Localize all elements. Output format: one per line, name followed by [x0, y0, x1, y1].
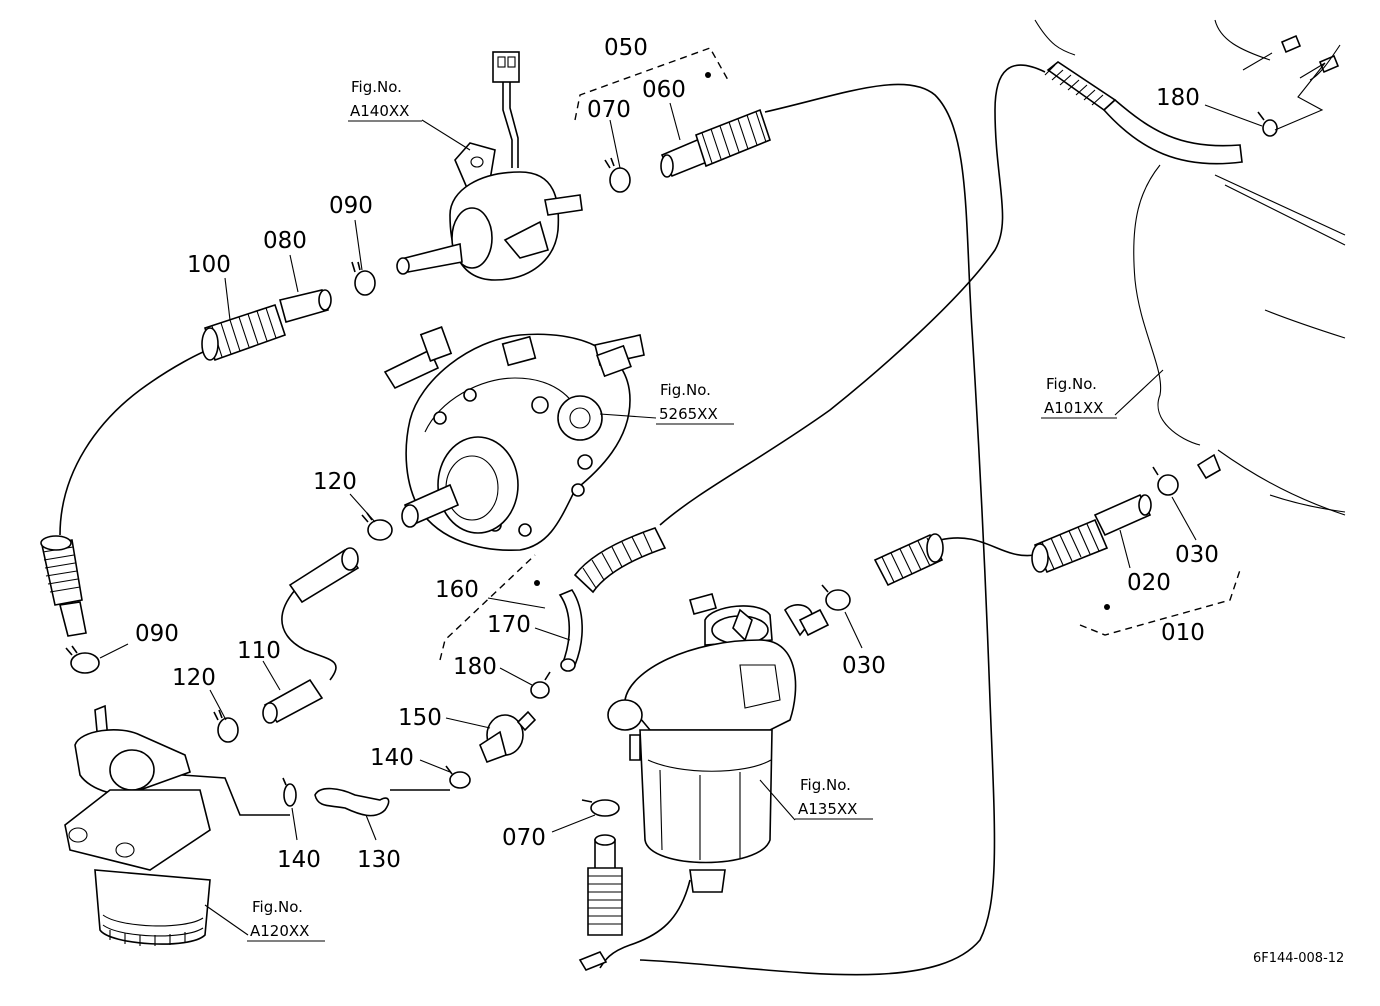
clamp-120-top	[361, 512, 393, 541]
water-separator	[607, 593, 830, 893]
clamp-090-top	[351, 261, 376, 296]
hose-110-upper	[288, 548, 360, 604]
fig-ref-a120xx: Fig.No. A120XX	[247, 898, 325, 942]
corrugated-hose-top-right	[1044, 61, 1117, 112]
hose-020	[1093, 493, 1152, 537]
hose-170	[558, 589, 583, 666]
label-050: 050	[604, 35, 648, 61]
svg-text:5265XX: 5265XX	[659, 405, 718, 423]
drawing-code: 6F144-008-12	[1253, 951, 1344, 966]
fig-ref-a101xx: Fig.No. A101XX	[1041, 375, 1117, 419]
hose-assembly-080-100	[201, 261, 376, 362]
hose-080	[279, 289, 329, 323]
hose-assembly-110-120	[213, 512, 393, 743]
leader-lines	[99, 52, 1326, 936]
part-labels: 050 060 070 090 080 100 120 090 120 110 …	[135, 35, 1219, 873]
svg-text:A135XX: A135XX	[798, 800, 857, 818]
electric-fuel-pump	[396, 51, 583, 281]
label-090: 090	[135, 621, 179, 647]
svg-text:A101XX: A101XX	[1044, 399, 1103, 417]
fig-ref-a135xx: Fig.No. A135XX	[795, 776, 873, 820]
label-060: 060	[642, 77, 686, 103]
label-140: 140	[277, 847, 321, 873]
corrugated-hose-bottom	[587, 867, 623, 936]
svg-text:Fig.No.: Fig.No.	[800, 776, 851, 794]
label-070: 070	[502, 825, 546, 851]
label-030: 030	[842, 653, 886, 679]
fuel-line-top-loop	[639, 83, 996, 976]
clamp-070-bottom	[581, 799, 620, 817]
hose-180-top	[1102, 98, 1243, 165]
corrugated-hose-050	[695, 108, 771, 168]
hose-assembly-160-170	[558, 527, 667, 672]
clamp-180-right	[1257, 111, 1278, 137]
hose-assembly-050	[604, 108, 771, 193]
corrugated-hose-010	[1031, 518, 1109, 574]
fuel-line-left	[59, 344, 221, 536]
label-160: 160	[435, 577, 479, 603]
label-110: 110	[237, 638, 281, 664]
bolts-top-right	[1280, 34, 1340, 74]
label-180: 180	[453, 654, 497, 680]
hose-130	[314, 787, 390, 817]
clamp-070-top	[604, 157, 631, 193]
clamp-030-right	[1152, 466, 1179, 496]
fuel-filter	[64, 704, 211, 946]
fitting-150	[479, 710, 537, 764]
fig-ref-5265xx: Fig.No. 5265XX	[656, 381, 734, 425]
corrugated-hose-left	[40, 535, 100, 674]
corrugated-hose-separator	[873, 533, 944, 587]
svg-text:Fig.No.: Fig.No.	[1046, 375, 1097, 393]
label-170: 170	[487, 612, 531, 638]
label-070: 070	[587, 97, 631, 123]
fuel-line-130	[181, 774, 290, 816]
svg-text:Fig.No.: Fig.No.	[351, 78, 402, 96]
hose-assembly-180-top	[1044, 34, 1340, 165]
label-150: 150	[398, 705, 442, 731]
figure-references: Fig.No. A140XX Fig.No. 5265XX Fig.No. A1…	[247, 78, 1117, 942]
label-010: 010	[1161, 620, 1205, 646]
svg-text:Fig.No.: Fig.No.	[252, 898, 303, 916]
fig-ref-a140xx: Fig.No. A140XX	[348, 78, 422, 122]
corrugated-hose-160	[573, 527, 667, 594]
clamp-120-bottom	[213, 709, 239, 743]
label-120: 120	[172, 665, 216, 691]
label-120: 120	[313, 469, 357, 495]
clamp-090-bottom	[65, 645, 100, 674]
corrugated-hose-100	[201, 303, 287, 362]
label-140: 140	[370, 745, 414, 771]
hose-assembly-070-bottom	[578, 799, 623, 971]
clamp-030-centre	[821, 584, 851, 611]
clamp-140-left	[282, 777, 297, 807]
assembly-brackets	[439, 47, 1241, 661]
hose-assembly-010	[821, 453, 1222, 611]
label-130: 130	[357, 847, 401, 873]
chassis-outline	[1034, 19, 1346, 516]
fuel-line-right	[659, 64, 1046, 526]
clamp-180-left	[530, 671, 551, 699]
label-020: 020	[1127, 570, 1171, 596]
label-180: 180	[1156, 85, 1200, 111]
fuel-line-110	[281, 589, 337, 681]
hose-assembly-130-140	[282, 671, 551, 817]
svg-text:A140XX: A140XX	[350, 102, 409, 120]
svg-text:A120XX: A120XX	[250, 922, 309, 940]
label-080: 080	[263, 228, 307, 254]
clamp-140-right	[445, 765, 471, 789]
fuel-lines	[59, 64, 1046, 976]
supply-pump	[383, 326, 645, 551]
label-090: 090	[329, 193, 373, 219]
label-100: 100	[187, 252, 231, 278]
label-030: 030	[1175, 542, 1219, 568]
fuel-line-separator-to-010	[939, 537, 1036, 557]
svg-text:Fig.No.: Fig.No.	[660, 381, 711, 399]
